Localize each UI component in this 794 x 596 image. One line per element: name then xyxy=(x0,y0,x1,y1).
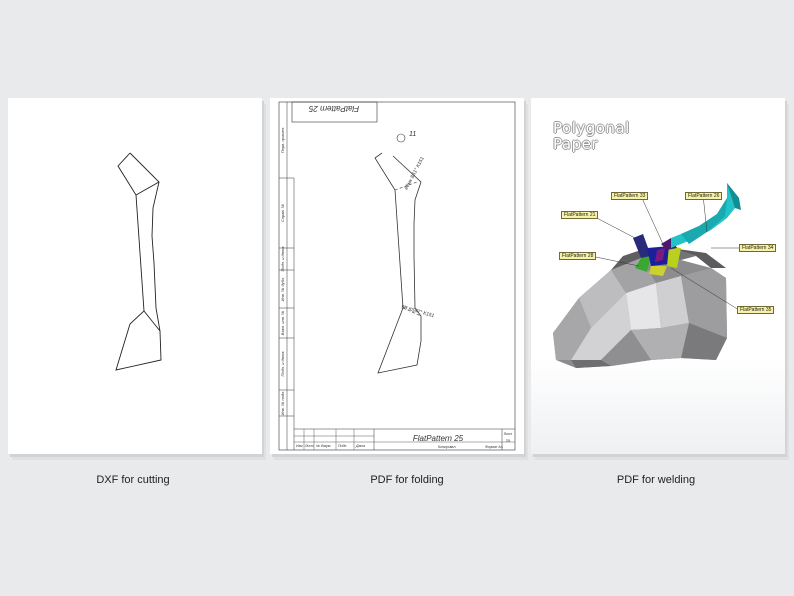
side-strip-field-label: Перв. примен. xyxy=(280,127,285,154)
fold-label-top: ёёмк 8S1° К151 xyxy=(403,156,425,191)
callout-flatpattern-28: FlatPattern 28 xyxy=(559,252,597,260)
bottom-title-label: FlatPattern 25 xyxy=(413,434,464,443)
side-strip-field-label: Инв. № дубл. xyxy=(280,277,285,302)
title-block-column-label: Дата xyxy=(355,444,365,448)
side-strip-field-label: Взам. инв. № xyxy=(280,310,285,335)
callout-flatpattern-33: FlatPattern 33 xyxy=(611,192,649,200)
caption-dxf: DXF for cutting xyxy=(96,474,170,486)
part-count-label: 11 xyxy=(409,131,416,138)
caption-pdf-folding: PDF for folding xyxy=(370,474,444,486)
side-strip-field-label: Подп. и дата xyxy=(280,351,285,377)
side-strip-field-label: Подп. и дата xyxy=(280,246,285,272)
pdf-welding-preview-card: Polygonal Paper xyxy=(531,98,785,454)
title-block-column-label: Подп. xyxy=(338,444,347,448)
brand-line-1: Polygonal xyxy=(553,119,630,137)
callout-flatpattern-34: FlatPattern 34 xyxy=(739,244,777,252)
title-block-column-label: Изм xyxy=(296,444,303,448)
callout-flatpattern-35: FlatPattern 35 xyxy=(737,306,775,314)
pdf-folding-preview-card: FlatPattern 25 11 ёёмк 8S1° К151 9В КS87… xyxy=(270,98,524,454)
format-label: Формат A4 xyxy=(485,445,503,449)
brand-line-2: Paper xyxy=(553,135,598,153)
caption-pdf-welding: PDF for welding xyxy=(616,474,696,486)
sheet-number: 25 xyxy=(506,438,511,443)
top-title-label: FlatPattern 25 xyxy=(308,104,359,113)
sheet-label: Лист xyxy=(504,431,513,436)
dxf-cut-outline xyxy=(115,152,162,371)
side-strip-field-label: Справ. № xyxy=(280,203,285,222)
side-strip-field-label: Инв. № подл. xyxy=(280,391,285,416)
folding-drawing-sheet: FlatPattern 25 11 ёёмк 8S1° К151 9В КS87… xyxy=(278,101,516,451)
copied-label: Копировал xyxy=(438,445,456,449)
callout-flatpattern-26: FlatPattern 26 xyxy=(685,192,723,200)
title-block-column-label: Лист xyxy=(304,444,314,448)
low-poly-moose-head xyxy=(553,183,741,368)
fold-label-bottom: 9В КS87° К151 xyxy=(400,304,435,319)
dxf-preview-card xyxy=(8,98,262,454)
brand-logo: Polygonal Paper xyxy=(553,120,630,152)
floor-shadow xyxy=(531,358,785,454)
title-block-column-label: № докум. xyxy=(316,444,331,448)
callout-flatpattern-21: FlatPattern 21 xyxy=(561,211,599,219)
